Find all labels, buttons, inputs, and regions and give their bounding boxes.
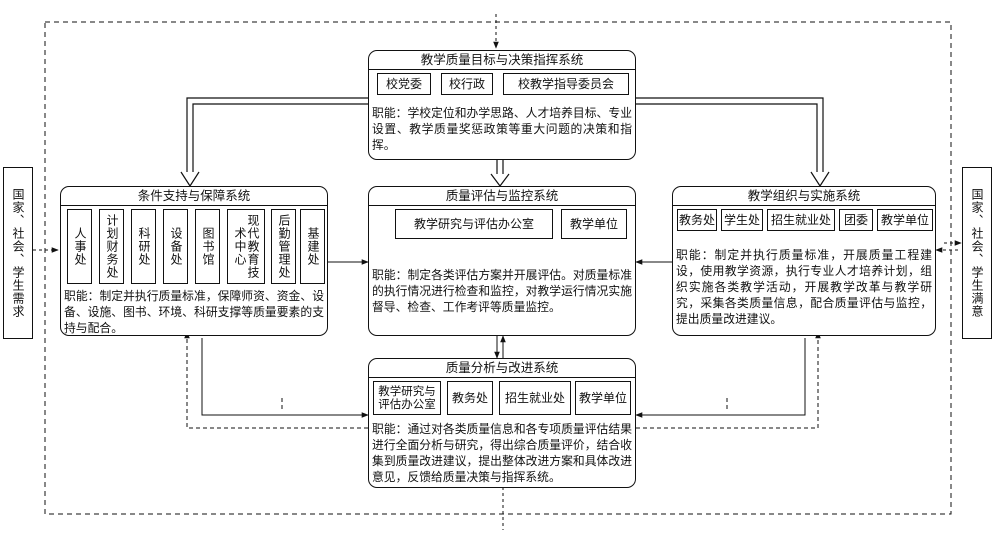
unit-admissions-employment-bottom: 招生就业处 <box>499 381 571 415</box>
unit-teaching-research-evaluation-office-bottom: 教学研究与评估办公室 <box>373 381 441 415</box>
unit-equipment: 设备处 <box>163 209 188 284</box>
unit-research: 科研处 <box>131 209 156 284</box>
side-box-demand: 国家、社会、学生需求 <box>3 167 33 339</box>
unit-party-committee: 校党委 <box>377 73 431 95</box>
evaluation-monitoring-system-duty: 职能：制定各类评估方案并开展评估。对质量标准的执行情况进行检查和监控，对教学运行… <box>372 268 632 314</box>
unit-teaching-research-evaluation-office: 教学研究与评估办公室 <box>395 209 553 239</box>
unit-admissions-employment: 招生就业处 <box>767 209 835 231</box>
unit-finance: 计划财务处 <box>99 209 124 284</box>
support-guarantee-system: 条件支持与保障系统 人事处 计划财务处 科研处 设备处 图书馆 现代教育技术中心… <box>60 186 328 336</box>
analysis-improvement-system: 质量分析与改进系统 教学研究与评估办公室 教务处 招生就业处 教学单位 职能：通… <box>368 358 636 488</box>
unit-edu-tech-center: 现代教育技术中心 <box>227 209 265 284</box>
unit-administration: 校行政 <box>441 73 493 95</box>
unit-academic-affairs-bottom: 教务处 <box>447 381 493 415</box>
decision-command-system-title: 教学质量目标与决策指挥系统 <box>369 51 635 70</box>
unit-logistics: 后勤管理处 <box>271 209 296 284</box>
teaching-organization-system-duty: 职能：制定并执行质量标准，开展质量工程建设，使用教学资源，执行专业人才培养计划，… <box>676 248 932 326</box>
unit-youth-league: 团委 <box>839 209 873 231</box>
unit-teaching-departments-right: 教学单位 <box>877 209 933 231</box>
unit-teaching-departments-bottom: 教学单位 <box>575 381 631 415</box>
unit-construction: 基建处 <box>300 209 325 284</box>
evaluation-monitoring-system-title: 质量评估与监控系统 <box>369 187 635 206</box>
top-to-right-hollow-arrow <box>636 97 824 176</box>
teaching-organization-system: 教学组织与实施系统 教务处 学生处 招生就业处 团委 教学单位 职能：制定并执行… <box>672 186 936 336</box>
teaching-organization-system-title: 教学组织与实施系统 <box>673 187 935 206</box>
unit-teaching-guidance-committee: 校教学指导委员会 <box>503 73 629 95</box>
evaluation-monitoring-system: 质量评估与监控系统 教学研究与评估办公室 教学单位 职能：制定各类评估方案并开展… <box>368 186 636 336</box>
support-guarantee-system-title: 条件支持与保障系统 <box>61 187 327 206</box>
side-box-demand-label: 国家、社会、学生需求 <box>11 188 25 318</box>
decision-command-system: 教学质量目标与决策指挥系统 校党委 校行政 校教学指导委员会 职能：学校定位和办… <box>368 50 636 160</box>
unit-personnel: 人事处 <box>67 209 92 284</box>
unit-library: 图书馆 <box>195 209 220 284</box>
decision-command-system-duty: 职能：学校定位和办学思路、人才培养目标、专业设置、教学质量奖惩政策等重大问题的决… <box>372 106 632 152</box>
outer-feedback-frame <box>44 21 952 515</box>
unit-teaching-departments: 教学单位 <box>561 209 627 239</box>
analysis-improvement-system-title: 质量分析与改进系统 <box>369 359 635 378</box>
support-guarantee-system-duty: 职能：制定并执行质量标准，保障师资、资金、设备、设施、图书、环境、科研支撑等质量… <box>64 289 324 335</box>
unit-student-affairs: 学生处 <box>721 209 763 231</box>
side-box-satisfaction-label: 国家、社会、学生满意 <box>970 188 984 318</box>
top-to-left-hollow-arrow <box>186 97 370 176</box>
unit-academic-affairs: 教务处 <box>677 209 717 231</box>
side-box-satisfaction: 国家、社会、学生满意 <box>962 167 992 339</box>
analysis-improvement-system-duty: 职能：通过对各类质量信息和各专项质量评估结果进行全面分析与研究，得出综合质量评价… <box>372 422 632 484</box>
